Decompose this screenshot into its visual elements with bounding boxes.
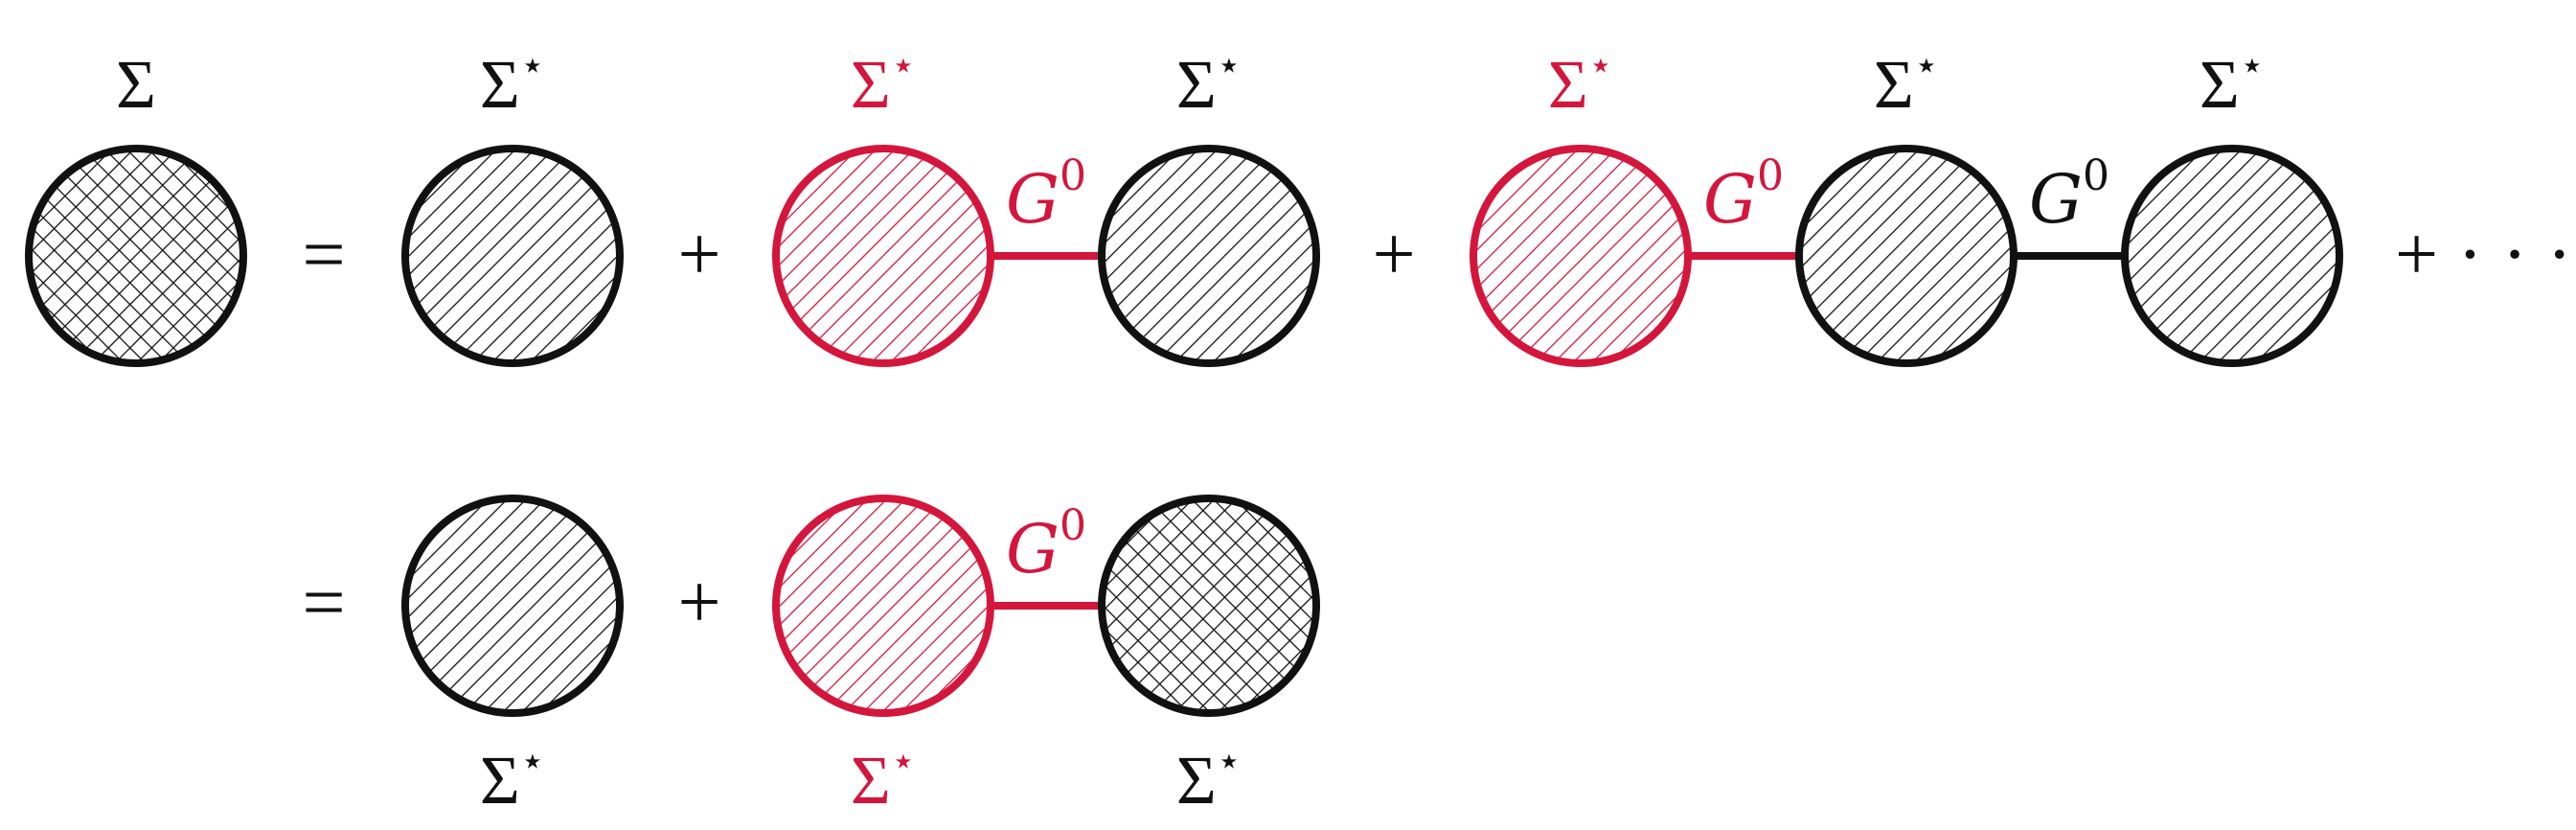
propagator-label: G0	[2029, 151, 2109, 239]
proper-self-energy-circle	[772, 495, 994, 717]
equals-sign: =	[302, 213, 345, 297]
proper-self-energy-circle	[772, 145, 994, 367]
sigma-label: Σ	[116, 46, 156, 123]
proper-self-energy-circle	[2121, 145, 2343, 367]
plus-sign: +	[677, 561, 720, 645]
sigma-star-label: Σ⋆	[1548, 44, 1613, 123]
sigma-star-label: Σ⋆	[2200, 44, 2265, 123]
propagator-label: G0	[1006, 501, 1086, 588]
proper-self-energy-circle	[1098, 145, 1320, 367]
proper-self-energy-circle	[401, 495, 624, 717]
plus-sign: +	[677, 213, 720, 297]
trailing-ellipsis: + · · ·	[2395, 213, 2572, 297]
sigma-star-label: Σ⋆	[480, 740, 545, 818]
sigma-star-label: Σ⋆	[1176, 740, 1242, 818]
proper-self-energy-circle	[1470, 145, 1692, 367]
full-self-energy-circle	[1098, 495, 1320, 717]
proper-self-energy-circle	[1795, 145, 2017, 367]
sigma-star-label: Σ⋆	[480, 44, 545, 123]
proper-self-energy-circle	[401, 145, 624, 367]
full-self-energy-circle	[25, 145, 247, 367]
sigma-star-label: Σ⋆	[1176, 44, 1242, 123]
propagator-label: G0	[1703, 151, 1784, 239]
sigma-star-label: Σ⋆	[851, 44, 916, 123]
plus-sign: +	[1372, 213, 1415, 297]
equals-sign: =	[302, 561, 345, 645]
sigma-star-label: Σ⋆	[1874, 44, 1939, 123]
propagator-label: G0	[1006, 151, 1086, 239]
sigma-star-label: Σ⋆	[851, 740, 916, 818]
